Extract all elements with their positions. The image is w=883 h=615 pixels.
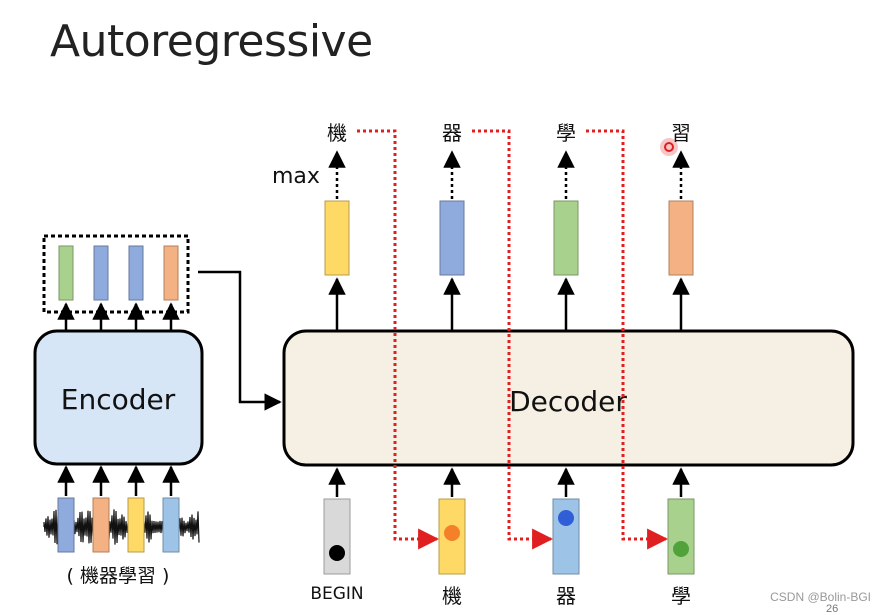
encoder-output-vector [163,245,179,301]
decoder-input-dot [329,545,345,561]
encoder-output-frame [42,234,190,314]
decoder-input-label: 器 [556,584,576,608]
output-token: 機 [327,121,347,145]
decoder-block [282,329,855,467]
encoder-input-label: ( 機器學習 ) [67,565,170,587]
output-token: 器 [442,121,462,145]
feedback-arrow [472,129,554,550]
decoder-output-distribution [553,200,579,276]
page-number: 26 [826,603,839,615]
encoder-output-vector [93,245,109,301]
decoder-input-vector [323,498,351,575]
feedback-arrow [586,129,669,550]
encoder-to-decoder-arrow [198,270,282,411]
decoder-input-vector [667,498,695,575]
decoder-output-distribution [439,200,465,276]
encoder-input-vector [57,497,75,553]
decoder-input-dot [673,541,689,557]
encoder-input-vector [92,497,110,553]
feedback-arrow [357,129,440,550]
encoder-input-vector [127,497,145,553]
decoder-output-distribution [324,200,350,276]
decoder-input-dot [558,510,574,526]
decoder-input-label: 學 [671,584,691,608]
encoder-output-vector [128,245,144,301]
watermark: CSDN @Bolin-BGI [770,590,871,604]
max-label: max [272,164,320,189]
pointer-highlight [660,138,678,156]
decoder-label: Decoder [509,385,627,418]
decoder-input-label: 機 [442,584,462,608]
slide-title: Autoregressive [50,16,373,67]
encoder-input-vector [162,497,180,553]
decoder-input-dot [444,525,460,541]
output-token: 學 [556,121,576,145]
encoder-label: Encoder [61,383,176,416]
decoder-input-label: BEGIN [310,584,363,604]
decoder-output-distribution [668,200,694,276]
output-token: 習 [671,121,691,145]
encoder-output-vector [58,245,74,301]
encoder-block [33,329,204,466]
